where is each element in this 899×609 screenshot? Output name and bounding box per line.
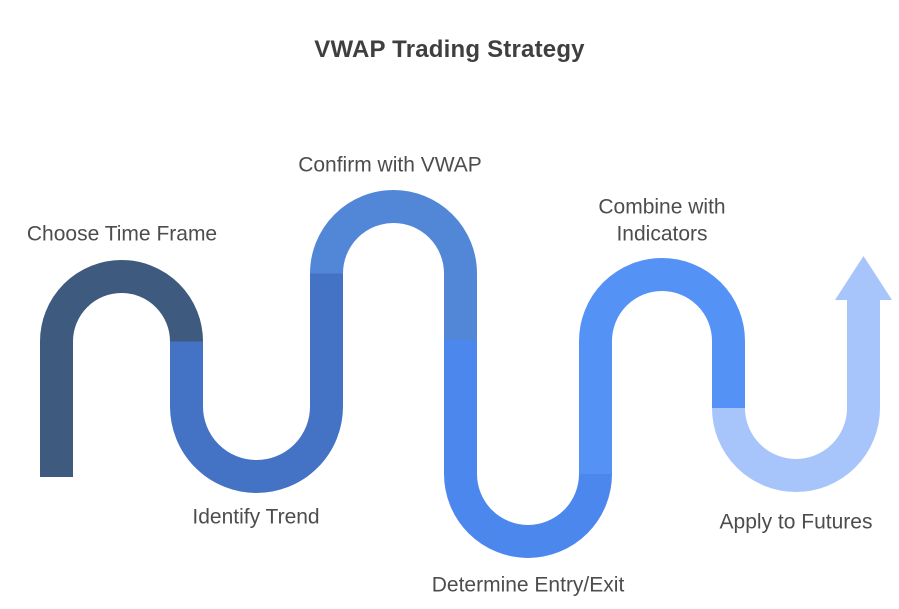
step-label-confirm-with-vwap: Confirm with VWAP [298,153,482,177]
step-label-identify-trend: Identify Trend [192,505,320,529]
diagram-title: VWAP Trading Strategy [314,36,585,63]
path-segment-combine-with-indicators [579,258,745,474]
path-segment-identify-trend [170,273,343,493]
path-segment-determine-entry-exit [444,340,612,558]
step-label-choose-time-frame: Choose Time Frame [26,222,218,246]
path-segment-apply-to-futures [712,298,880,492]
path-segment-confirm-with-vwap [310,190,477,340]
step-label-determine-entry-exit: Determine Entry/Exit [431,573,625,597]
step-label-combine-with-indicators: Combine with Indicators [598,195,726,246]
up-arrow-icon [835,256,892,300]
path-segment-choose-time-frame [40,260,203,477]
step-label-apply-to-futures: Apply to Futures [719,510,873,534]
